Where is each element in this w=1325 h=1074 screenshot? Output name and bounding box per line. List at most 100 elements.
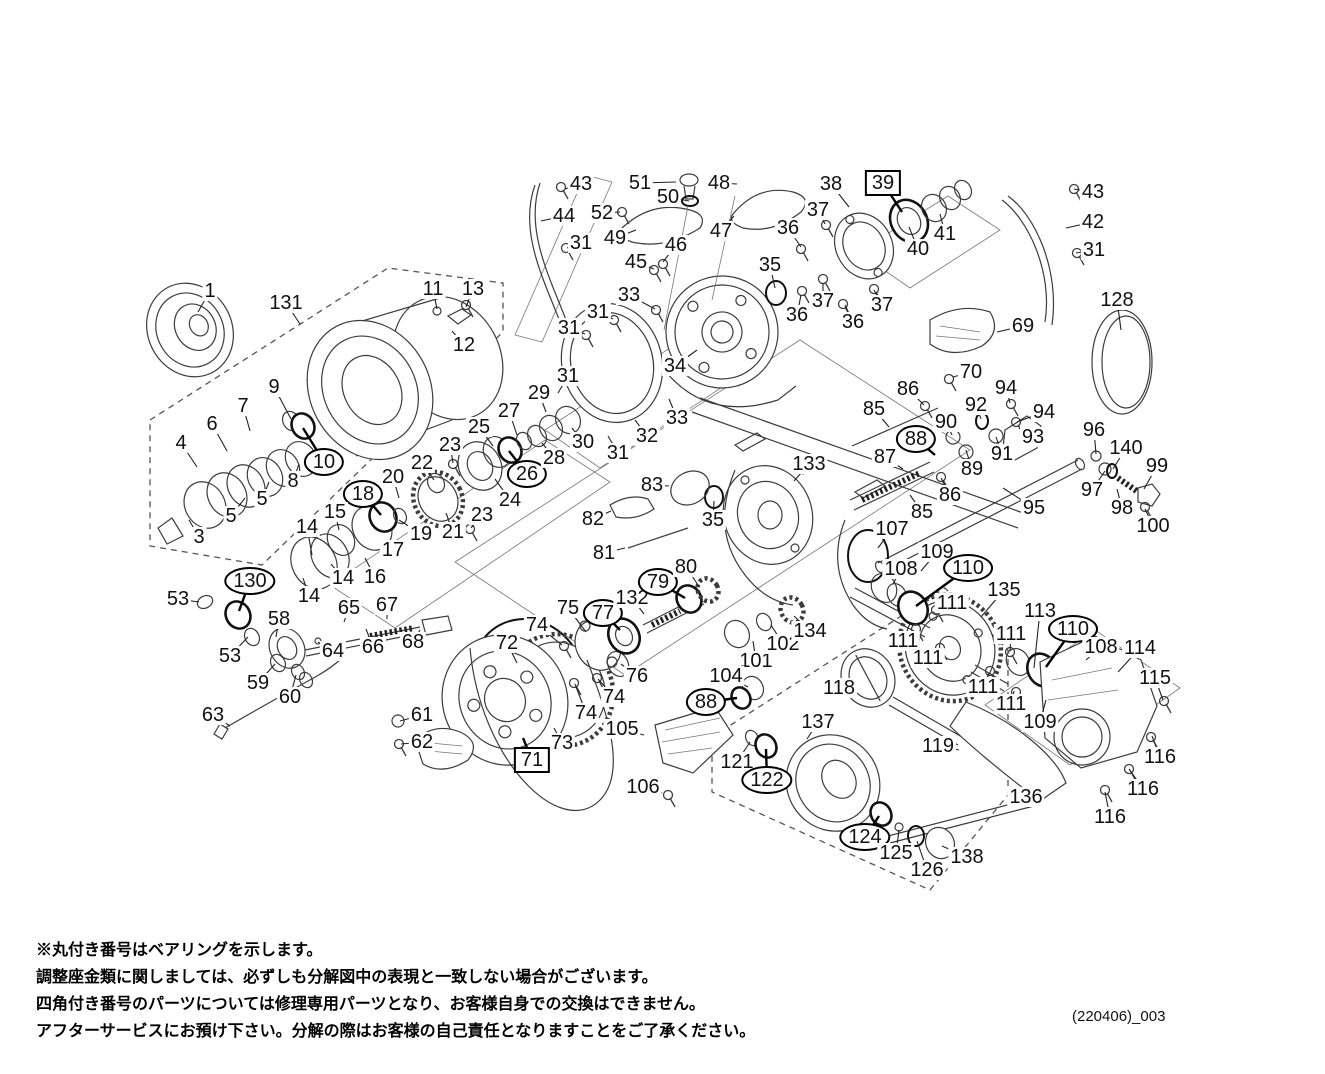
part-label-37: 37 [868,294,896,316]
part-label-17: 17 [379,539,407,561]
part-label-108: 108 [1082,636,1120,658]
part-label-137: 137 [799,711,837,733]
footnote-line: アフターサービスにお預け下さい。分解の際はお客様の自己責任となりますことをご了承… [36,1023,756,1040]
part-label-1: 1 [202,280,218,302]
part-label-134: 134 [791,620,829,642]
part-label-128: 128 [1098,289,1136,311]
repair-part-label-39: 39 [864,170,902,196]
part-label-31: 31 [554,365,582,387]
part-label-20: 20 [379,466,407,488]
part-label-73: 73 [548,732,576,754]
part-label-74: 74 [600,686,628,708]
part-label-9: 9 [266,376,282,398]
part-label-86: 86 [894,378,922,400]
part-label-60: 60 [276,686,304,708]
part-label-43: 43 [1079,181,1107,203]
part-label-80: 80 [672,556,700,578]
part-label-5: 5 [254,488,270,510]
part-label-70: 70 [957,361,985,383]
footnote-line: 四角付き番号のパーツについては修理専用パーツとなり、お客様自身での交換はできませ… [36,996,705,1013]
part-label-91: 91 [988,443,1016,465]
part-label-46: 46 [662,234,690,256]
part-label-96: 96 [1080,419,1108,441]
part-label-6: 6 [204,413,220,435]
part-label-113: 113 [1022,600,1058,622]
part-label-111: 111 [993,693,1029,715]
part-label-133: 133 [790,453,828,475]
part-label-98: 98 [1108,497,1136,519]
part-label-75: 75 [554,597,582,619]
part-label-86: 86 [936,484,964,506]
part-label-50: 50 [654,186,682,208]
part-label-34: 34 [661,355,689,377]
part-label-35: 35 [756,254,784,276]
bearing-label-88: 88 [685,688,727,716]
part-label-126: 126 [908,859,946,881]
part-label-24: 24 [496,489,524,511]
bearing-label-110: 110 [943,554,993,582]
part-label-89: 89 [958,458,986,480]
part-label-121: 121 [718,751,756,773]
part-label-83: 83 [638,474,666,496]
part-label-97: 97 [1078,479,1106,501]
part-label-64: 64 [319,640,347,662]
part-label-7: 7 [235,395,251,417]
part-label-31: 31 [1080,239,1108,261]
part-label-111: 111 [910,647,946,669]
part-label-85: 85 [860,398,888,420]
part-label-37: 37 [804,199,832,221]
part-label-31: 31 [604,442,632,464]
part-label-90: 90 [932,411,960,433]
part-label-114: 114 [1122,637,1158,659]
part-label-105: 105 [603,718,641,740]
part-label-59: 59 [244,672,272,694]
part-label-131: 131 [267,292,305,314]
part-label-11: 11 [420,278,446,300]
part-label-41: 41 [931,223,959,245]
part-label-116: 116 [1092,806,1128,828]
part-label-116: 116 [1125,778,1161,800]
part-label-36: 36 [839,311,867,333]
part-label-111: 111 [965,676,1001,698]
part-label-138: 138 [948,846,986,868]
part-label-136: 136 [1007,786,1045,808]
part-label-23: 23 [468,504,496,526]
part-label-31: 31 [555,317,583,339]
part-label-62: 62 [408,731,436,753]
part-label-25: 25 [465,416,493,438]
part-label-31: 31 [584,301,612,323]
part-label-14: 14 [329,567,357,589]
dashed-box-spool-group [149,267,504,566]
part-label-19: 19 [407,523,435,545]
part-label-29: 29 [525,382,553,404]
part-label-3: 3 [191,526,207,548]
part-label-38: 38 [817,173,845,195]
bearing-label-79: 79 [637,568,679,596]
part-label-15: 15 [321,501,349,523]
part-label-31: 31 [567,232,595,254]
part-label-109: 109 [1021,711,1059,733]
part-label-74: 74 [523,614,551,636]
bearing-label-10: 10 [303,448,345,476]
part-label-27: 27 [495,400,523,422]
footnote-line: 調整座金類に関しましては、必ずしも分解図中の表現と一致しない場合がございます。 [36,969,658,986]
part-label-28: 28 [540,447,568,469]
part-label-87: 87 [871,446,899,468]
part-label-53: 53 [216,645,244,667]
part-label-106: 106 [624,776,662,798]
part-label-92: 92 [962,394,990,416]
part-label-48: 48 [705,172,733,194]
part-label-93: 93 [1019,426,1047,448]
part-label-45: 45 [622,251,650,273]
part-label-53: 53 [164,588,192,610]
part-label-33: 33 [615,284,643,306]
part-label-95: 95 [1020,497,1048,519]
part-label-140: 140 [1107,437,1145,459]
part-label-49: 49 [601,227,629,249]
part-label-47: 47 [707,220,735,242]
document-number: (220406)_003 [1072,1008,1166,1025]
part-label-63: 63 [199,704,227,726]
